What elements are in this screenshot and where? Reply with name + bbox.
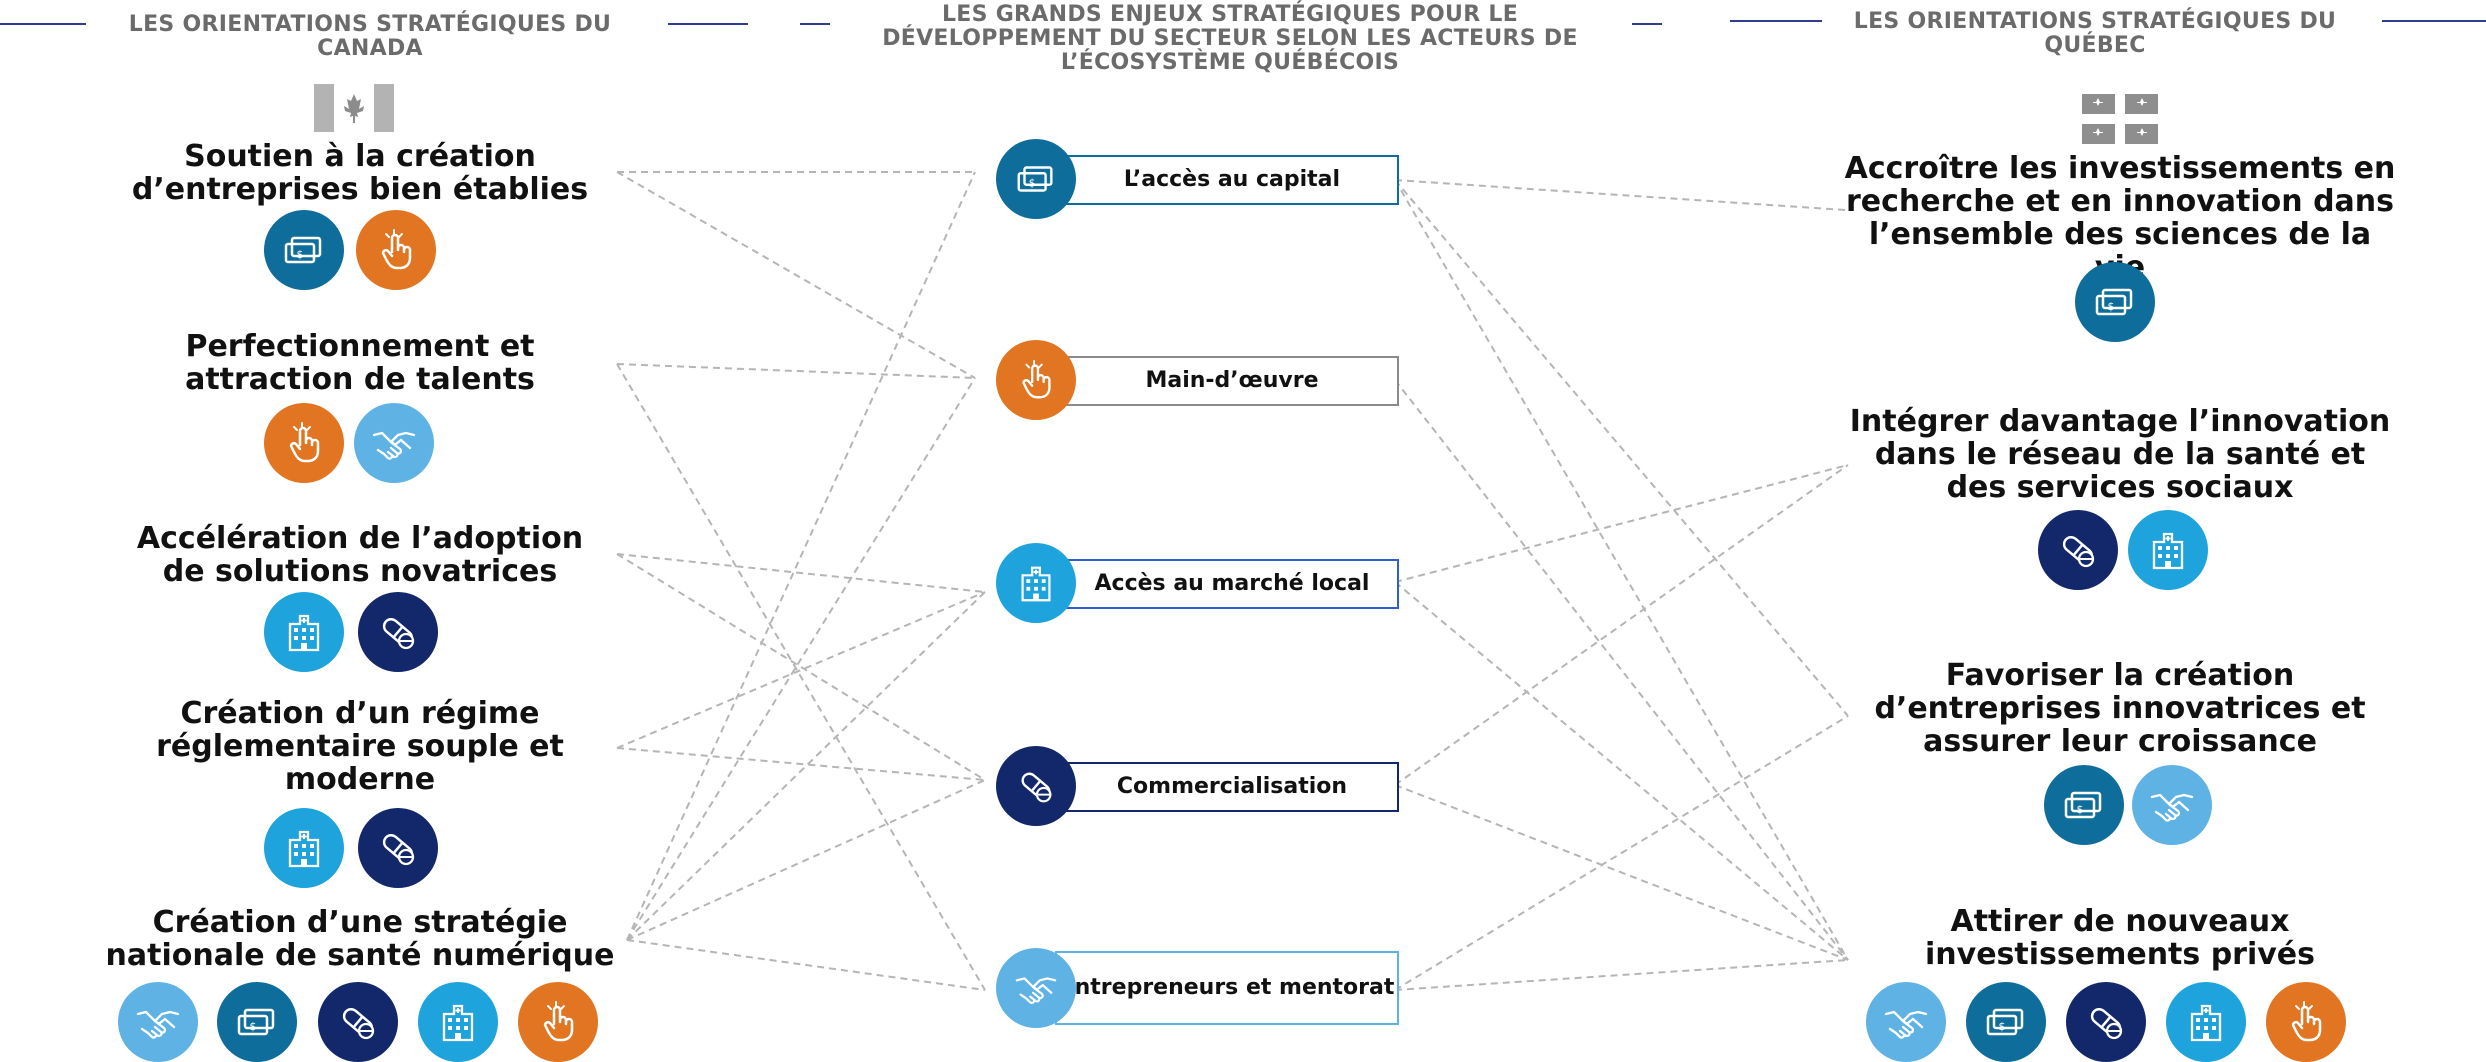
svg-text:$: $: [1999, 1020, 2006, 1033]
quebec-orientation-4: Attirer de nouveaux investissements priv…: [1925, 904, 2315, 972]
hospital-icon: [264, 808, 344, 888]
money-icon: $: [2044, 765, 2124, 845]
money-icon: $: [217, 982, 297, 1062]
hand-pointer-icon: [356, 210, 436, 290]
canada-orientation-4: Création d’un régime réglementaire soupl…: [156, 696, 564, 797]
hospital-icon: [2166, 982, 2246, 1062]
connector-line: [616, 553, 986, 781]
hospital-icon: [2128, 510, 2208, 590]
center-header: LES GRANDS ENJEUX STRATÉGIQUES POUR LE D…: [882, 2, 1578, 75]
connector-line: [616, 747, 986, 781]
money-icon: $: [2075, 262, 2155, 342]
handshake-icon: [118, 982, 198, 1062]
hand-pointer-icon: [518, 982, 598, 1062]
connector-line: [1394, 464, 1849, 786]
canada-header: LES ORIENTATIONS STRATÉGIQUES DU CANADA: [128, 12, 612, 61]
connector-line: [1394, 379, 1849, 961]
hand-pointer-icon: [996, 340, 1076, 420]
pill-icon: [996, 746, 1076, 826]
header-rule: [0, 23, 86, 25]
connector-line: [616, 363, 986, 991]
pill-icon: [2066, 982, 2146, 1062]
connector-line: [616, 171, 976, 379]
handshake-icon: [1866, 982, 1946, 1062]
money-icon: $: [996, 139, 1076, 219]
canada-orientation-5: Création d’une stratégie nationale de sa…: [105, 905, 615, 973]
handshake-icon: [354, 403, 434, 483]
connector-line: [616, 363, 976, 379]
connector-line: [1394, 464, 1849, 583]
connector-line: [616, 591, 986, 749]
quebec-orientation-2: Intégrer davantage l’innovation dans le …: [1849, 404, 2391, 505]
connector-line: [616, 553, 986, 593]
connector-line: [1394, 581, 1849, 961]
svg-text:$: $: [297, 248, 304, 261]
issue-entrepreneurs-mentoring: Entrepreneurs et mentorat: [1055, 951, 1399, 1025]
connector-line: [626, 591, 986, 941]
money-icon: $: [1966, 982, 2046, 1062]
svg-text:$: $: [2108, 300, 2115, 313]
hospital-icon: [264, 592, 344, 672]
header-rule: [2382, 20, 2486, 22]
connector-line: [626, 939, 986, 991]
hospital-icon: [996, 543, 1076, 623]
canada-flag-icon: [314, 84, 394, 132]
connector-line: [1394, 179, 1846, 211]
money-icon: $: [264, 210, 344, 290]
connector-line: [1394, 784, 1849, 961]
pill-icon: [358, 592, 438, 672]
quebec-orientation-1: Accroître les investissements en recherc…: [1844, 151, 2396, 284]
handshake-icon: [996, 948, 1076, 1028]
quebec-orientation-3: Favoriser la création d’entreprises inno…: [1874, 658, 2366, 759]
hand-pointer-icon: [264, 403, 344, 483]
hand-pointer-icon: [2266, 982, 2346, 1062]
canada-orientation-1: Soutien à la création d’entreprises bien…: [131, 139, 589, 207]
hospital-icon: [418, 982, 498, 1062]
header-rule: [1632, 23, 1662, 25]
issue-local-market: Accès au marché local: [1065, 559, 1399, 609]
connector-line: [1394, 179, 1849, 717]
svg-text:$: $: [250, 1020, 257, 1033]
connector-line: [626, 779, 986, 941]
canada-orientation-3: Accélération de l’adoption de solutions …: [136, 521, 584, 589]
svg-text:$: $: [1029, 178, 1036, 190]
svg-text:$: $: [2077, 803, 2084, 816]
connector-line: [626, 377, 976, 941]
quebec-flag-icon: [2082, 94, 2158, 144]
header-rule: [1730, 20, 1822, 22]
pill-icon: [318, 982, 398, 1062]
connector-line: [1394, 959, 1849, 991]
pill-icon: [2038, 510, 2118, 590]
connector-line: [1394, 715, 1849, 991]
issue-commercialization: Commercialisation: [1065, 762, 1399, 812]
canada-orientation-2: Perfectionnement et attraction de talent…: [185, 329, 535, 397]
pill-icon: [358, 808, 438, 888]
issue-workforce: Main-d’œuvre: [1065, 356, 1399, 406]
connector-line: [626, 171, 976, 941]
issue-access-capital: L’accès au capital: [1065, 155, 1399, 205]
handshake-icon: [2132, 765, 2212, 845]
header-rule: [800, 23, 830, 25]
quebec-header: LES ORIENTATIONS STRATÉGIQUES DU QUÉBEC: [1853, 9, 2337, 58]
connector-line: [1394, 179, 1849, 961]
header-rule: [668, 23, 748, 25]
